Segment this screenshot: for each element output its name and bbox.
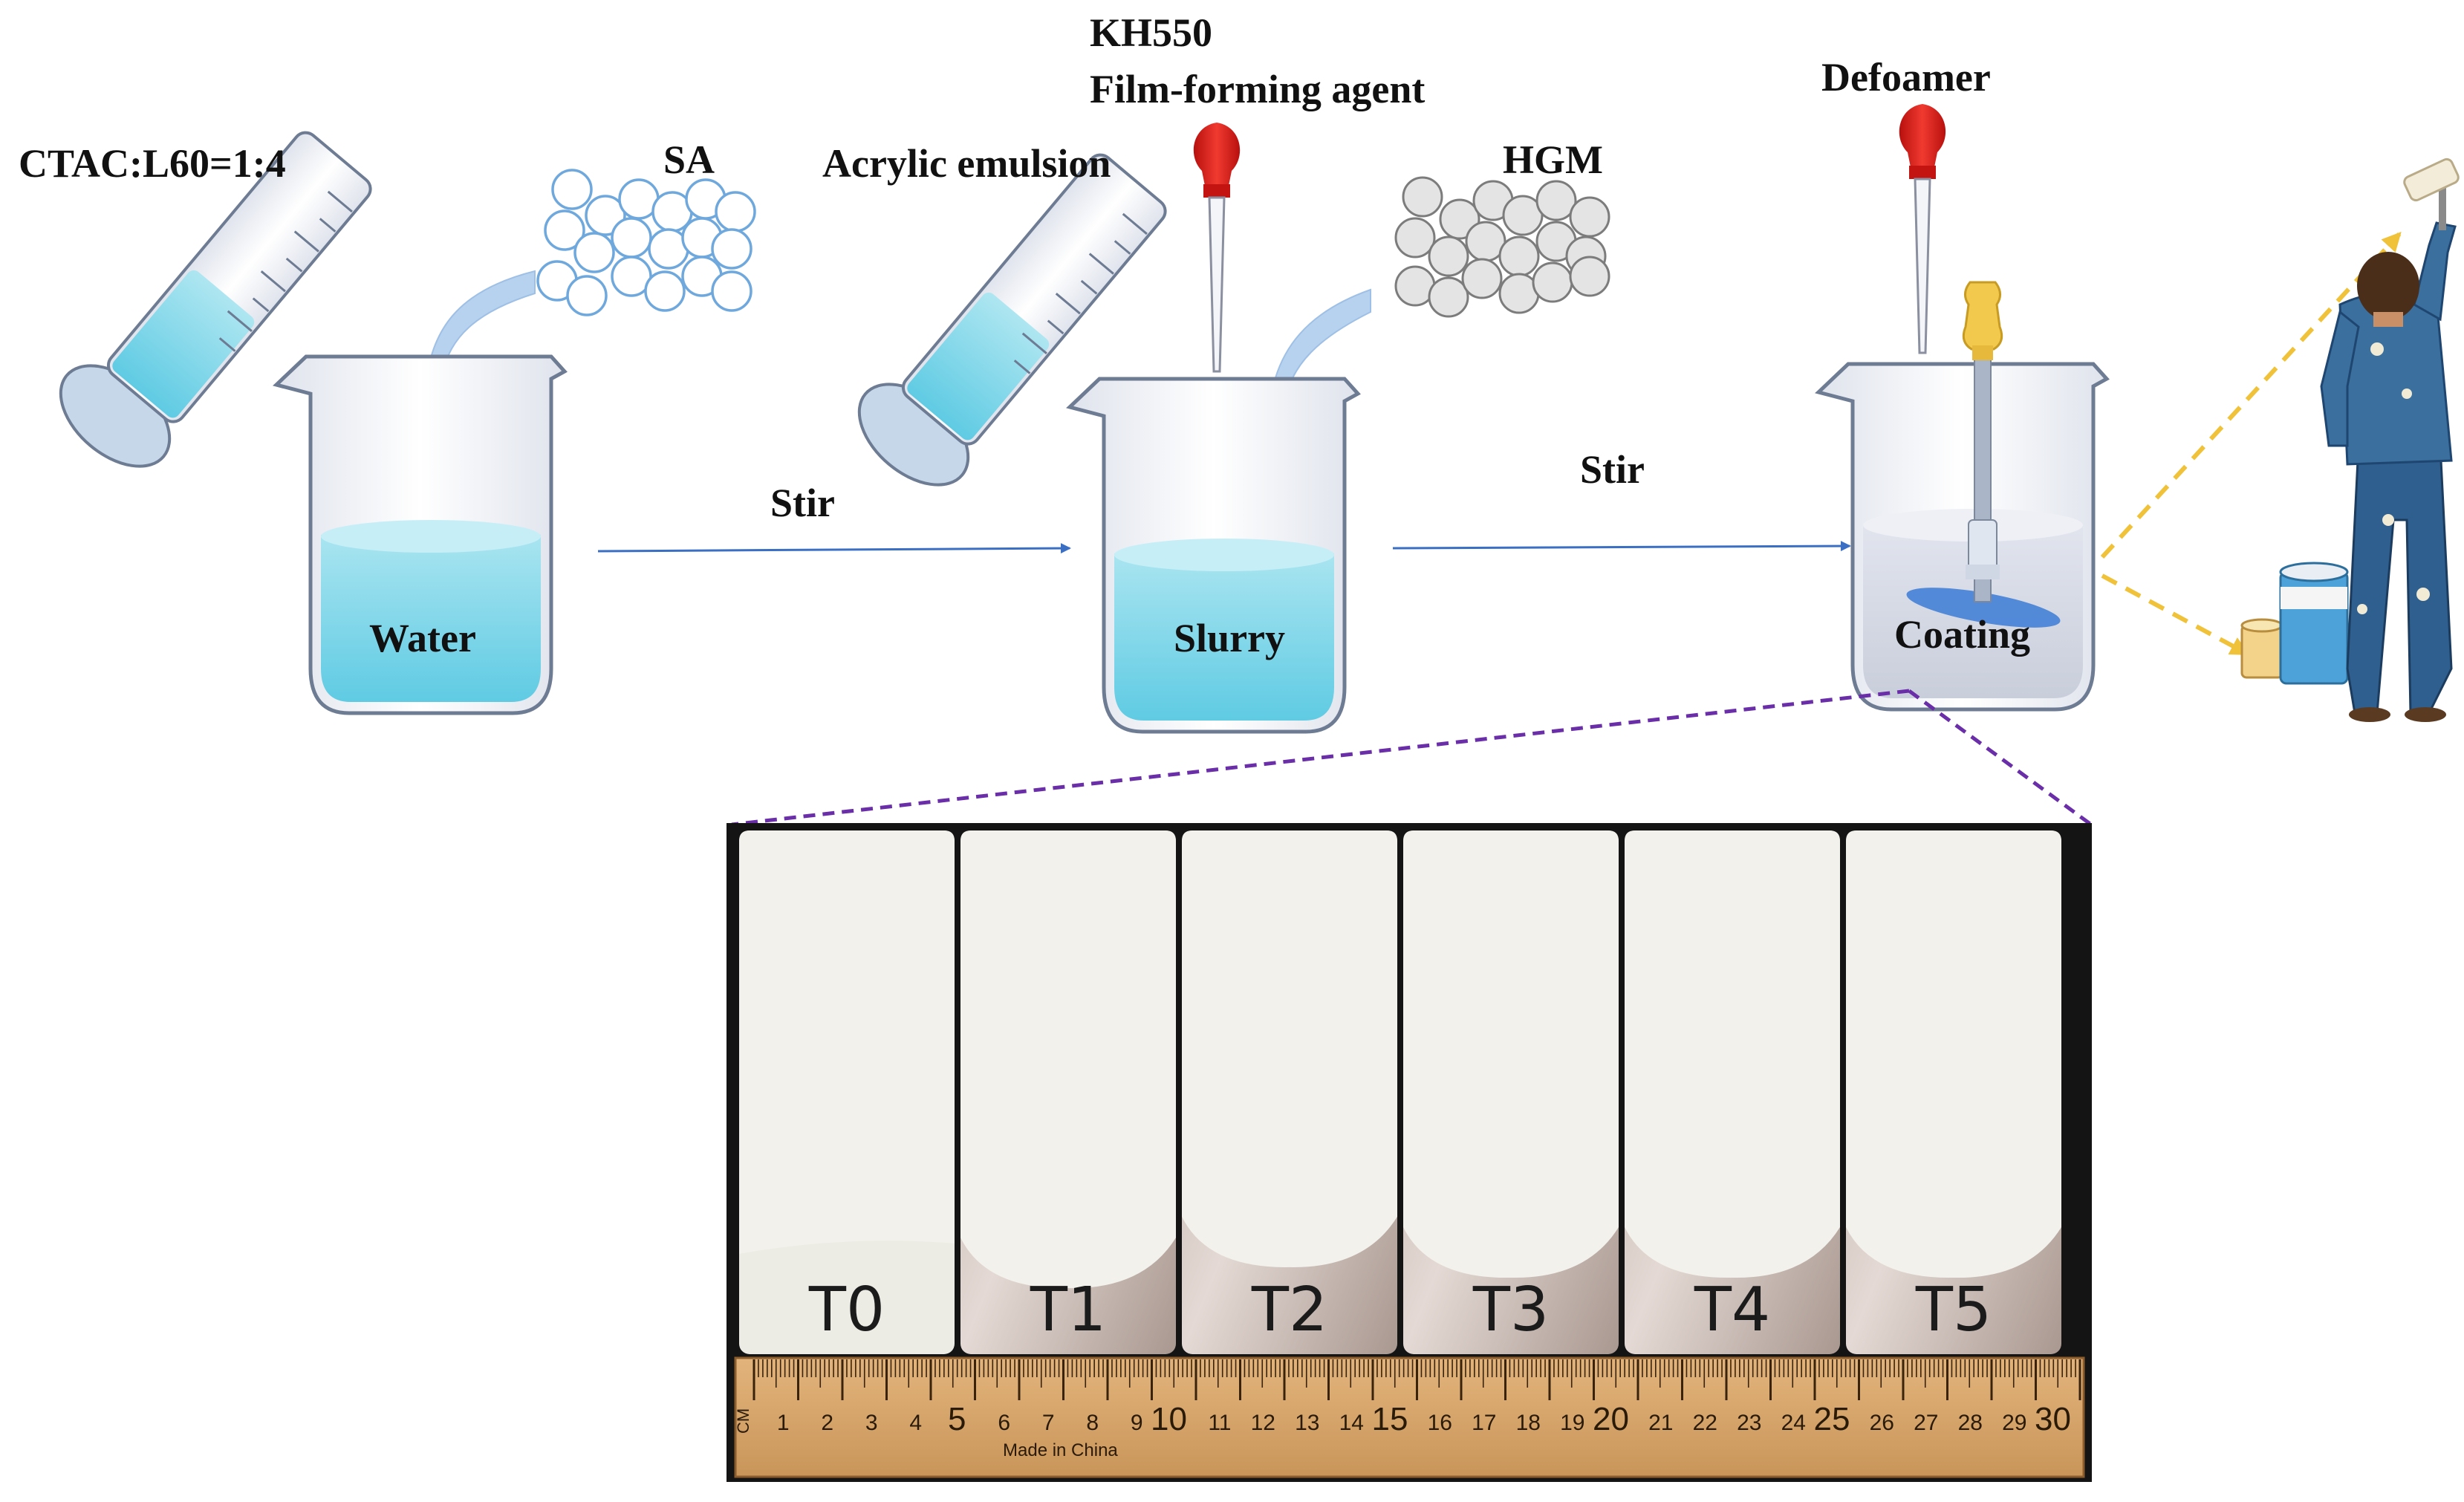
stir-label-1: Stir xyxy=(770,481,835,525)
graduated-cylinder-icon-1 xyxy=(59,131,372,468)
ruler-imprint: Made in China xyxy=(1003,1440,1118,1460)
ruler-number: 25 xyxy=(1814,1401,1850,1437)
sample-panel-t0: T0 xyxy=(739,830,955,1354)
application-arrows xyxy=(2100,232,2402,656)
water-label: Water xyxy=(369,616,476,660)
acrylic-label: Acrylic emulsion xyxy=(822,141,1111,186)
graduated-cylinder-icon-2 xyxy=(857,153,1167,487)
dropper-icon-2 xyxy=(1899,104,1946,354)
ruler-number: 28 xyxy=(1958,1411,1983,1435)
sample-label-t2: T2 xyxy=(1251,1275,1327,1345)
ruler-number: 17 xyxy=(1472,1411,1496,1435)
beaker-coating-icon xyxy=(1815,362,2110,712)
ruler-number: 19 xyxy=(1560,1411,1584,1435)
stir-arrow-1 xyxy=(597,543,1071,554)
ruler-number: 2 xyxy=(821,1411,833,1435)
stir-label-2: Stir xyxy=(1580,447,1645,492)
ruler-number: 5 xyxy=(948,1401,966,1437)
sample-panel-t5: T5 xyxy=(1846,830,2061,1354)
sample-panel-t4: T4 xyxy=(1625,830,1840,1354)
hgm-spheres-icon xyxy=(1394,176,1610,318)
ruler-number: 7 xyxy=(1042,1411,1055,1435)
ruler-number: 6 xyxy=(998,1411,1010,1435)
ruler-number: 26 xyxy=(1870,1411,1894,1435)
ctac-label: CTAC:L60=1:4 xyxy=(19,141,286,186)
ruler-unit: CM xyxy=(734,1408,752,1434)
ruler-number: 1 xyxy=(777,1411,790,1435)
sample-label-t0: T0 xyxy=(808,1275,885,1345)
ruler-number: 18 xyxy=(1516,1411,1541,1435)
ruler-number: 13 xyxy=(1295,1411,1319,1435)
beaker-slurry-icon xyxy=(1066,377,1361,734)
ruler-number: 11 xyxy=(1208,1411,1231,1435)
sample-label-t1: T1 xyxy=(1030,1275,1106,1345)
film-label: Film-forming agent xyxy=(1090,67,1425,111)
sample-label-t4: T4 xyxy=(1694,1275,1770,1345)
ruler-number: 20 xyxy=(1593,1401,1629,1437)
kh550-label: KH550 xyxy=(1090,10,1212,55)
ruler-number: 21 xyxy=(1648,1411,1673,1435)
defoamer-label: Defoamer xyxy=(1821,55,1991,100)
sa-label: SA xyxy=(663,137,715,182)
ruler-number: 9 xyxy=(1131,1411,1143,1435)
stirrer-icon xyxy=(1906,281,2061,628)
ruler-number: 16 xyxy=(1428,1411,1452,1435)
ruler-number: 23 xyxy=(1737,1411,1761,1435)
slurry-label: Slurry xyxy=(1174,616,1285,660)
sample-panel-t1: T1 xyxy=(960,830,1176,1354)
sa-spheres-icon xyxy=(536,169,756,316)
sample-label-t3: T3 xyxy=(1472,1275,1549,1345)
sample-panels: T0 T1 T2 T3 T4 T5 xyxy=(739,830,2061,1354)
ruler-number: 3 xyxy=(865,1411,878,1435)
sample-label-t5: T5 xyxy=(1915,1275,1992,1345)
painter-icon xyxy=(2240,157,2460,722)
beaker-water-icon xyxy=(273,354,568,715)
stir-arrow-2 xyxy=(1392,541,1851,552)
ruler-number: 24 xyxy=(1781,1411,1806,1435)
ruler-number: 15 xyxy=(1372,1401,1408,1437)
zoom-connector xyxy=(731,689,2093,827)
ruler-number: 8 xyxy=(1086,1411,1099,1435)
ruler-number: 14 xyxy=(1339,1411,1364,1435)
sample-panel-t2: T2 xyxy=(1182,830,1397,1354)
ruler-number: 10 xyxy=(1151,1401,1187,1437)
coating-label: Coating xyxy=(1894,612,2030,657)
sample-panel-t3: T3 xyxy=(1403,830,1619,1354)
ruler-number: 12 xyxy=(1251,1411,1275,1435)
ruler-number: 30 xyxy=(2035,1401,2071,1437)
ruler-number: 27 xyxy=(1914,1411,1938,1435)
ruler-number: 22 xyxy=(1693,1411,1717,1435)
ruler-number: 29 xyxy=(2002,1411,2026,1435)
dropper-icon-1 xyxy=(1193,123,1241,373)
hgm-label: HGM xyxy=(1503,137,1603,182)
ruler-number: 4 xyxy=(909,1411,922,1435)
